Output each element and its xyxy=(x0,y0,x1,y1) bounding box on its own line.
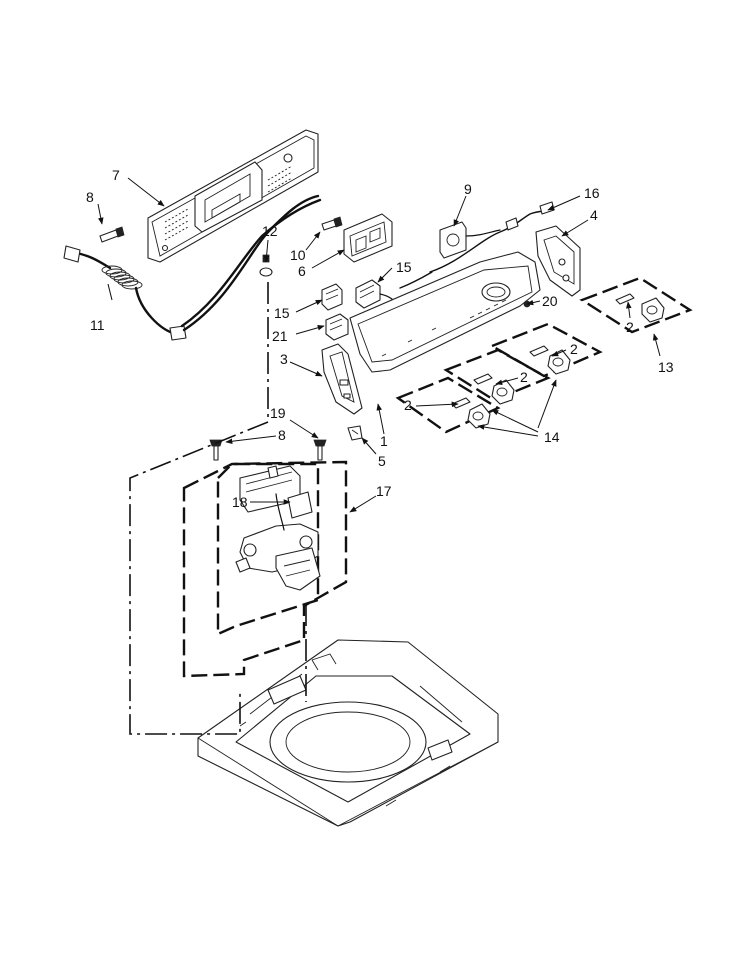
left-end-cap xyxy=(321,343,363,415)
knob-kit-upper xyxy=(489,322,603,378)
rear-panel xyxy=(147,129,319,263)
vent-grille-right xyxy=(267,165,293,193)
vent-grille-left xyxy=(164,208,189,241)
callout-4: 4 xyxy=(590,207,598,223)
console-clip xyxy=(347,425,363,441)
callout-14: 14 xyxy=(544,429,560,445)
callout-19: 19 xyxy=(270,405,286,421)
callout-21: 21 xyxy=(272,328,288,344)
callout-1: 1 xyxy=(380,433,388,449)
callout-8-top: 8 xyxy=(86,189,94,205)
callout-17: 17 xyxy=(376,483,392,499)
callout-8-mid: 8 xyxy=(278,427,286,443)
water-valve-assembly xyxy=(182,460,348,678)
callout-15-left: 15 xyxy=(274,305,290,321)
switch-21 xyxy=(325,313,349,341)
callout-18: 18 xyxy=(232,494,248,510)
switch-15-left xyxy=(321,283,343,311)
callout-6: 6 xyxy=(298,263,306,279)
callout-16: 16 xyxy=(584,185,600,201)
harness-routing-line xyxy=(129,282,307,735)
callout-20: 20 xyxy=(542,293,558,309)
callout-9: 9 xyxy=(464,181,472,197)
console xyxy=(349,251,541,373)
callout-5: 5 xyxy=(378,453,386,469)
callout-3: 3 xyxy=(280,351,288,367)
callout-13: 13 xyxy=(658,359,674,375)
knob-kit-lower xyxy=(395,376,501,434)
control-board xyxy=(343,213,393,263)
callout-12: 12 xyxy=(262,223,278,239)
switch-15-right xyxy=(355,279,399,309)
screw-top-left xyxy=(99,226,125,243)
knob-kit-far-right xyxy=(579,276,693,334)
callout-2-far-right: 2 xyxy=(626,319,634,335)
screw-mid-right xyxy=(313,439,327,461)
right-end-cap xyxy=(535,225,581,297)
callout-2-upper: 2 xyxy=(570,341,578,357)
callout-7: 7 xyxy=(112,167,120,183)
callout-2-middle: 2 xyxy=(520,369,528,385)
knob-kit-middle xyxy=(443,348,551,405)
leader-lines xyxy=(97,177,661,513)
callout-15-right: 15 xyxy=(396,259,412,275)
cabinet-top xyxy=(197,639,499,827)
callout-2-lower: 2 xyxy=(404,397,412,413)
callout-11: 11 xyxy=(90,317,105,333)
callout-10: 10 xyxy=(290,247,306,263)
screw-control-board xyxy=(321,216,343,231)
power-cord xyxy=(63,194,322,341)
console-indicator-row xyxy=(469,299,507,319)
callout-labels: 7 8 11 12 10 6 15 15 21 3 9 16 4 20 2 2 … xyxy=(86,167,674,510)
pressure-switch xyxy=(439,221,501,259)
